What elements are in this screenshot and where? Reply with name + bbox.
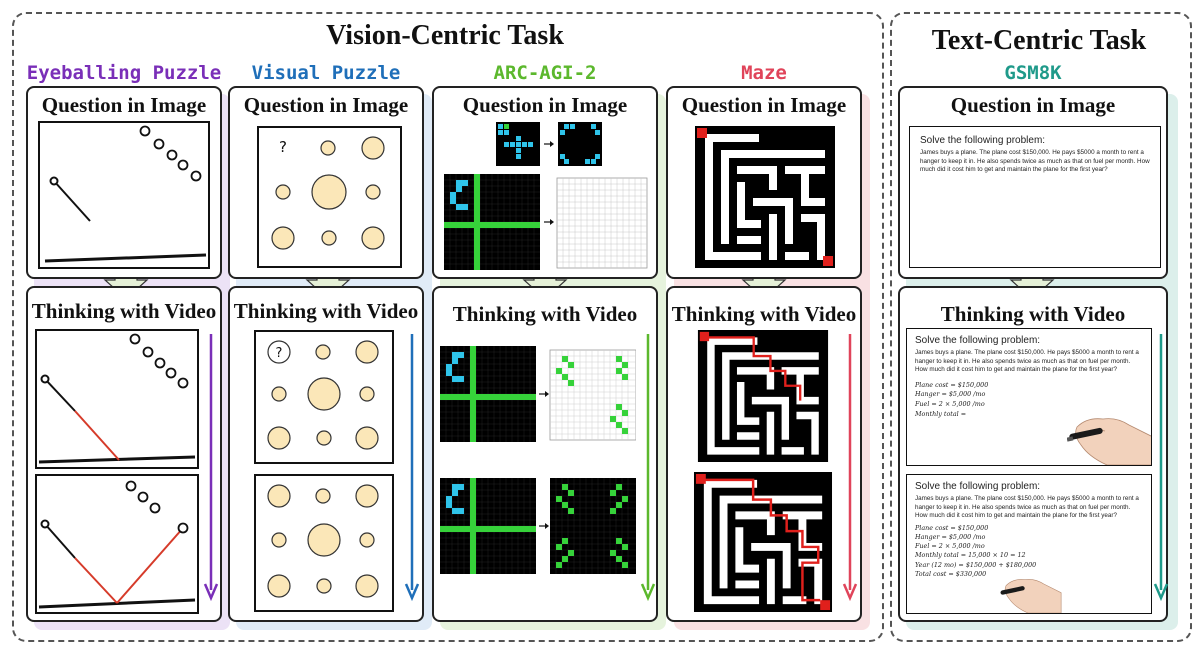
problem-heading: Solve the following problem:: [920, 135, 1046, 146]
vision-centric-title: Vision-Centric Task: [326, 20, 564, 51]
gsm8k-question-panel: Question in Image Solve the following pr…: [898, 86, 1168, 279]
time-arrow-arc: [640, 334, 656, 602]
gsm8k-frame-2: Solve the following problem: James buys …: [906, 474, 1152, 614]
panel-title: Question in Image: [681, 93, 847, 117]
problem-text: James buys a plane. The plane cost $150,…: [915, 495, 1139, 519]
time-arrow-eyeballing: [203, 334, 219, 602]
arc-test-output-grid: [556, 177, 648, 269]
text-centric-title: Text-Centric Task: [931, 25, 1147, 56]
problem-text: James buys a plane. The plane cost $150,…: [915, 349, 1139, 373]
panel-title: Question in Image: [243, 93, 409, 117]
maze-frame-2: [693, 472, 833, 612]
arc-example-output: [558, 122, 602, 166]
vision-centric-group: [12, 12, 884, 642]
gsm8k-question-image: Solve the following problem: James buys …: [909, 126, 1161, 268]
panel-title: Thinking with Video: [233, 299, 419, 323]
panel-title: Thinking with Video: [671, 302, 857, 326]
arc-thinking-frames: [440, 346, 636, 574]
column-title-arc-agi-2: ARC-AGI-2: [493, 62, 597, 84]
handwritten-steps: Plane cost = $150,000 Hanger = $5,000 /m…: [915, 380, 989, 419]
arc-example-input: [496, 122, 540, 166]
eyeballing-question-panel: Question in Image: [26, 86, 222, 279]
handwritten-steps: Plane cost = $150,000 Hanger = $5,000 /m…: [915, 523, 1037, 578]
panel-title: Question in Image: [462, 93, 628, 117]
question-mark: ?: [279, 138, 287, 156]
maze-question-image: [695, 126, 835, 268]
visual-question-panel: Question in Image ?: [228, 86, 424, 279]
panel-title: Question in Image: [950, 93, 1116, 117]
problem-text: James buys a plane. The plane cost $150,…: [920, 149, 1150, 173]
arc-thinking-panel: Thinking with Video: [432, 286, 658, 622]
panel-title: Thinking with Video: [31, 299, 217, 323]
column-title-maze: Maze: [741, 62, 787, 84]
arc-question-panel: Question in Image: [432, 86, 658, 279]
panel-title: Thinking with Video: [452, 302, 638, 326]
time-arrow-visual: [404, 334, 420, 602]
maze-frame-1: [697, 330, 829, 462]
eyeballing-frame-2: [35, 474, 199, 614]
time-arrow-maze: [842, 334, 858, 602]
eyeballing-frame-1: [35, 329, 199, 469]
panel-title: Thinking with Video: [940, 302, 1126, 326]
writing-hand-icon: [1000, 579, 1062, 613]
problem-heading: Solve the following problem:: [915, 481, 1041, 492]
gsm8k-frame-1: Solve the following problem: James buys …: [906, 328, 1152, 466]
arc-test-input: [444, 174, 540, 270]
maze-question-panel: Question in Image: [666, 86, 862, 279]
gsm8k-thinking-panel: Thinking with Video Solve the following …: [898, 286, 1169, 622]
visual-thinking-panel: Thinking with Video ?: [228, 286, 424, 622]
panel-title: Question in Image: [41, 93, 207, 117]
visual-question-image: ?: [257, 126, 402, 268]
column-title-gsm8k: GSM8K: [1004, 62, 1062, 84]
eyeballing-thinking-panel: Thinking with Video: [26, 286, 222, 622]
text-centric-group: [890, 12, 1192, 642]
svg-text:?: ?: [276, 346, 283, 361]
maze-thinking-panel: Thinking with Video: [666, 286, 862, 622]
column-title-eyeballing: Eyeballing Puzzle: [26, 62, 222, 84]
writing-hand-icon: [1067, 418, 1151, 465]
visual-frame-2: [254, 474, 394, 612]
problem-heading: Solve the following problem:: [915, 335, 1041, 346]
visual-frame-1: ?: [254, 330, 394, 464]
arc-question-image: [444, 122, 648, 270]
eyeballing-question-image: [38, 121, 210, 269]
time-arrow-gsm8k: [1153, 334, 1169, 602]
column-title-visual-puzzle: Visual Puzzle: [251, 62, 401, 84]
